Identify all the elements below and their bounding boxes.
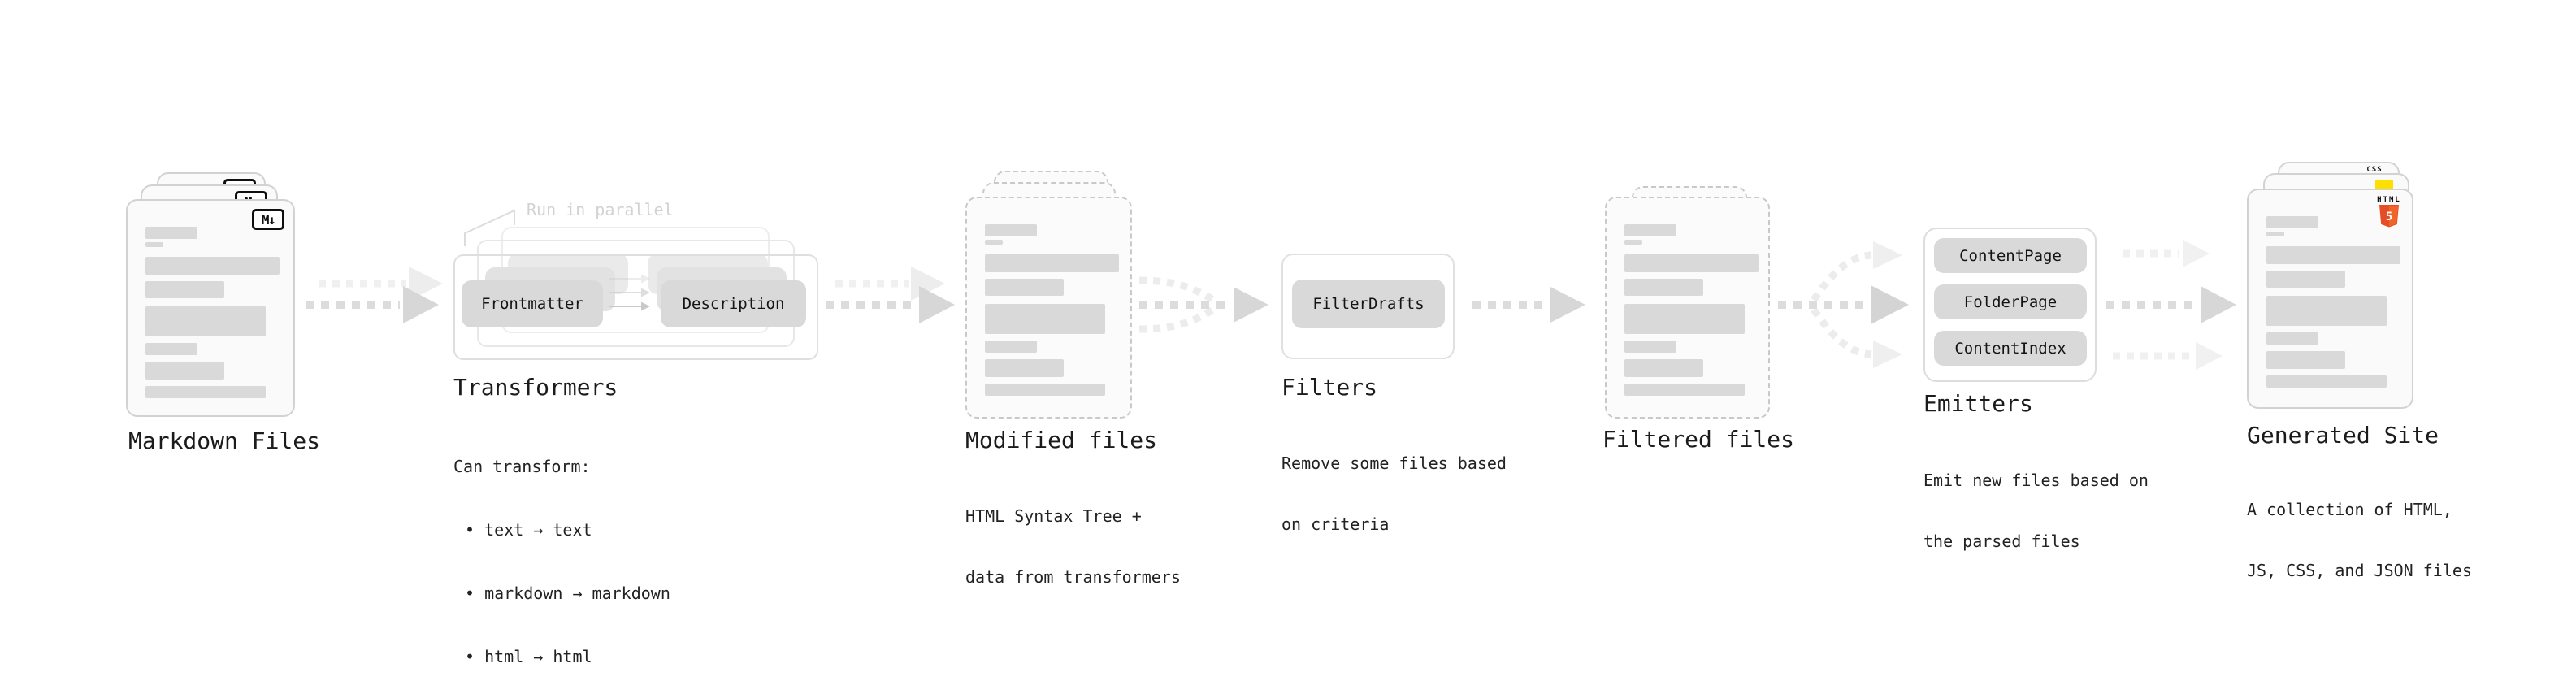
document-text-lines — [985, 224, 1119, 399]
arrow-modified-to-filters-merge — [1138, 276, 1268, 333]
text-line-bar — [2266, 375, 2387, 388]
bullet-text-to-text: • text → text — [465, 520, 592, 540]
text-line-bar — [2266, 271, 2345, 288]
text-line-bar — [145, 257, 280, 275]
text-line-bar — [2266, 216, 2318, 228]
text-line-bar — [1624, 224, 1676, 236]
emitters-description: Emit new files based on the parsed files — [1923, 430, 2149, 592]
text-line-bar — [2266, 296, 2387, 326]
text-line-bar — [145, 281, 224, 298]
text-line-bar — [145, 242, 163, 247]
arrow-emitters-to-generated — [2106, 240, 2236, 370]
filters-sub-line-2: on criteria — [1281, 514, 1390, 534]
text-line-bar — [1624, 384, 1745, 396]
text-line-bar — [145, 306, 266, 336]
text-line-bar — [145, 362, 224, 380]
text-line-bar — [985, 279, 1064, 296]
arrow-markdown-to-transformers — [306, 267, 443, 323]
transformers-description-text: Can transform: • text → text • markdown … — [453, 414, 670, 681]
emitters-heading: Emitters — [1923, 390, 2033, 417]
generated-file-card-front: HTML 5 — [2247, 189, 2413, 409]
can-transform-line: Can transform: — [453, 457, 591, 476]
document-text-lines — [2266, 216, 2400, 389]
emitters-container — [1923, 228, 2097, 382]
text-line-bar — [985, 224, 1037, 236]
modified-files-description: HTML Syntax Tree + data from transformer… — [965, 466, 1181, 628]
description-node: Description — [661, 280, 806, 327]
bullet-html-to-html: • html → html — [465, 647, 592, 666]
markdown-files-label: Markdown Files — [128, 427, 321, 454]
text-line-bar — [1624, 304, 1745, 334]
generated-sub-line-1: A collection of HTML, — [2247, 500, 2452, 519]
bullet-markdown-to-markdown: • markdown → markdown — [465, 583, 670, 603]
filters-sub-line-1: Remove some files based — [1281, 453, 1507, 473]
modified-sub-line-2: data from transformers — [965, 567, 1181, 587]
text-line-bar — [985, 254, 1119, 272]
text-line-bar — [2266, 232, 2284, 236]
text-line-bar — [1624, 279, 1703, 296]
arrow-filtered-to-emitters-fanout — [1778, 241, 1909, 368]
text-line-bar — [985, 359, 1064, 377]
filters-description: Remove some files based on criteria — [1281, 413, 1507, 575]
text-line-bar — [985, 340, 1037, 353]
generated-sub-line-2: JS, CSS, and JSON files — [2247, 561, 2472, 580]
filterdrafts-node: FilterDrafts — [1292, 280, 1445, 328]
generated-site-description: A collection of HTML, JS, CSS, and JSON … — [2247, 459, 2472, 622]
text-line-bar — [1624, 254, 1759, 272]
modified-file-card-front — [965, 197, 1132, 419]
text-line-bar — [1624, 340, 1676, 353]
filters-container — [1281, 254, 1455, 359]
markdown-icon: M↓ — [252, 209, 284, 230]
text-line-bar — [985, 384, 1105, 396]
document-text-lines — [145, 227, 280, 398]
frontmatter-node: Frontmatter — [462, 280, 603, 327]
markdown-file-card-front: M↓ — [126, 199, 295, 417]
emitters-sub-line-2: the parsed files — [1923, 531, 2080, 551]
text-line-bar — [1624, 240, 1642, 245]
html5-icon: HTML 5 — [2373, 197, 2405, 228]
contentpage-node: ContentPage — [1934, 238, 2087, 273]
filters-heading: Filters — [1281, 374, 1378, 401]
transformers-heading: Transformers — [453, 374, 618, 401]
transformer-container-front — [453, 254, 818, 360]
html5-shield: 5 — [2379, 205, 2399, 228]
text-line-bar — [145, 227, 197, 239]
text-line-bar — [985, 304, 1105, 334]
text-line-bar — [145, 343, 197, 355]
text-line-bar — [2266, 246, 2400, 264]
text-line-bar — [985, 240, 1003, 245]
run-in-parallel-note: Run in parallel — [527, 200, 674, 219]
modified-sub-line-1: HTML Syntax Tree + — [965, 506, 1142, 526]
text-line-bar — [1624, 359, 1703, 377]
emitters-sub-line-1: Emit new files based on — [1923, 471, 2149, 490]
text-line-bar — [2266, 332, 2318, 345]
document-text-lines — [1624, 224, 1759, 399]
filtered-file-card-front — [1605, 197, 1770, 419]
text-line-bar — [2266, 351, 2345, 369]
folderpage-node: FolderPage — [1934, 284, 2087, 319]
generated-site-label: Generated Site — [2247, 422, 2439, 449]
text-line-bar — [145, 386, 266, 398]
filtered-files-label: Filtered files — [1602, 426, 1795, 453]
contentindex-node: ContentIndex — [1934, 331, 2087, 366]
arrow-transformers-to-modified — [826, 267, 955, 323]
arrow-filters-to-filtered — [1472, 287, 1585, 323]
modified-files-label: Modified files — [965, 427, 1158, 453]
svg-text:5: 5 — [2386, 210, 2392, 223]
